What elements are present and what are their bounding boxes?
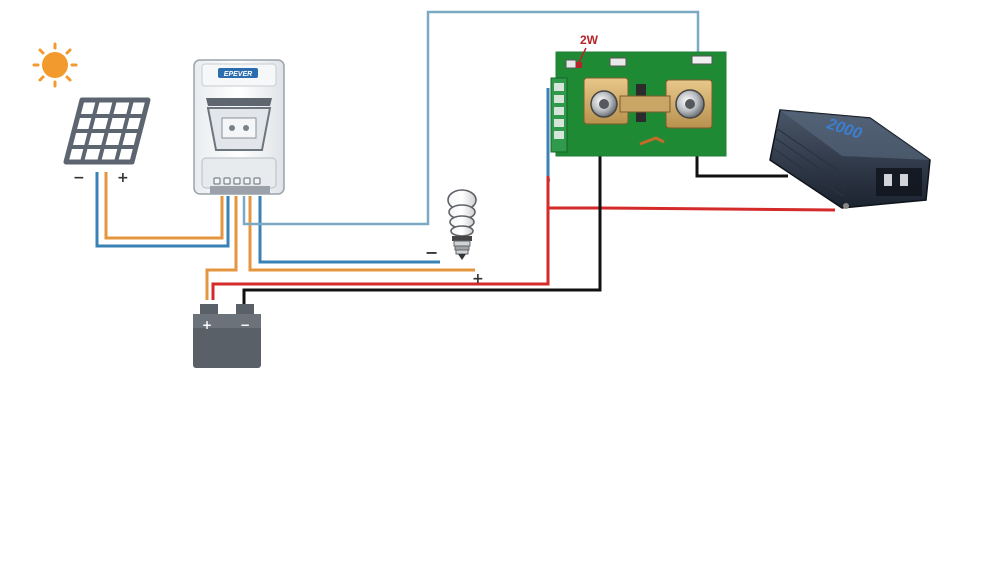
battery-negative-sign: − (240, 318, 250, 332)
panel-negative-sign: − (73, 170, 85, 186)
controller-display (221, 117, 257, 139)
load-negative-wire (258, 196, 440, 264)
light-bulb-icon (447, 189, 477, 260)
sun-icon (32, 42, 78, 88)
shunt-board (550, 51, 727, 157)
load-positive-sign: + (472, 271, 484, 287)
controller-brand-label: EPEVER (224, 71, 252, 78)
main-positive-wire (211, 206, 836, 300)
main-negative-wire (242, 130, 602, 314)
inverter (769, 109, 931, 209)
load-positive-wire (248, 196, 475, 272)
panel-positive-wire (104, 172, 224, 240)
battery-positive-wire (205, 196, 238, 300)
controller-buttons (213, 177, 261, 185)
panel-positive-sign: + (117, 170, 129, 186)
panel-negative-wire (95, 172, 230, 248)
shunt-signal-wire (546, 88, 550, 182)
battery-icon (193, 304, 261, 368)
sense-wire (242, 10, 700, 226)
charge-controller: EPEVER (193, 59, 285, 195)
brand-logo-badge (218, 68, 258, 78)
solar-panel-icon (63, 97, 151, 165)
battery-positive-sign: + (202, 318, 212, 332)
load-negative-sign: − (425, 243, 438, 262)
shunt-power-label: 2W (580, 33, 599, 47)
